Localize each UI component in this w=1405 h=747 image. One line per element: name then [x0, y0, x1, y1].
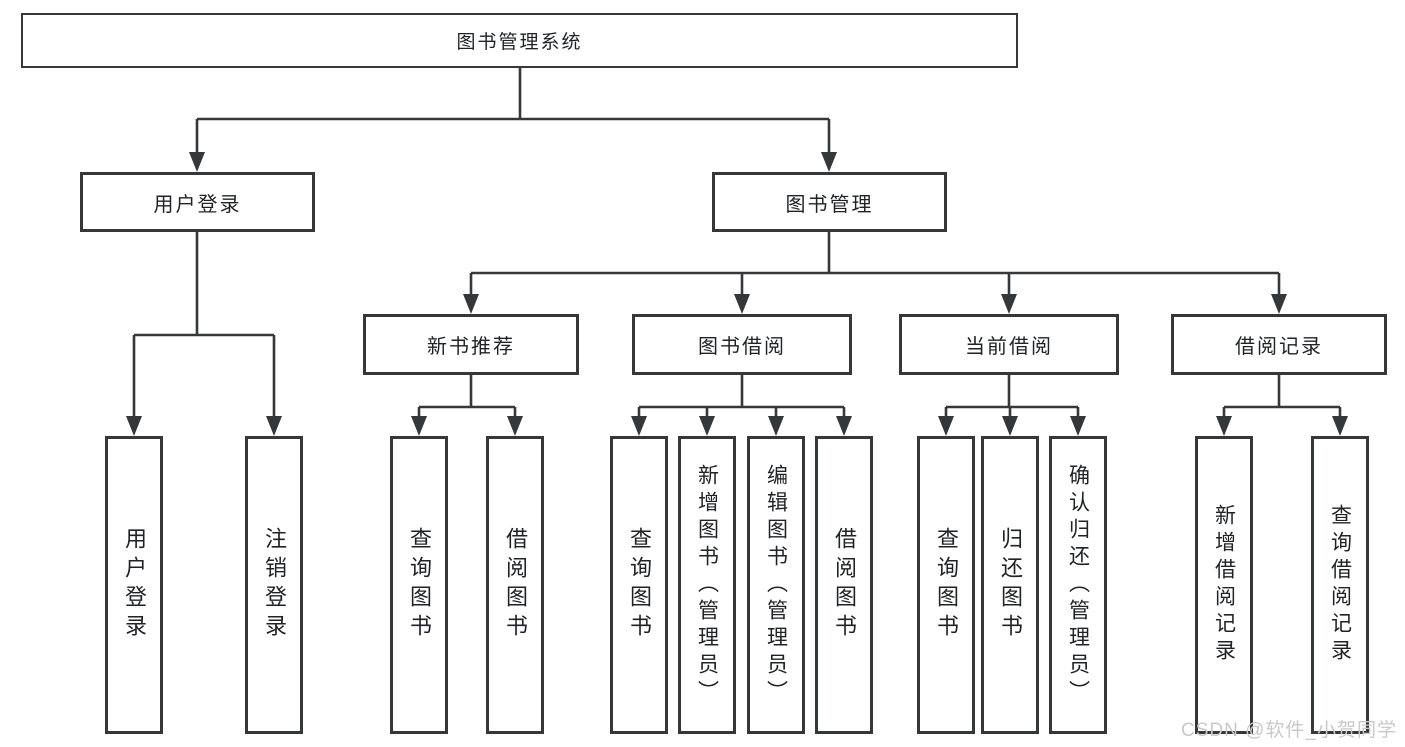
- leaf-borrow-borrow-book: 借阅图书: [815, 436, 873, 734]
- leaf-label-recommend-query-book: 查询图书: [407, 527, 432, 643]
- leaf-label-confirm-return-admin: 确认归还（管理员）: [1066, 463, 1090, 707]
- leaf-label-recommend-borrow-book: 借阅图书: [503, 527, 528, 643]
- connector-root-to-level2: [189, 68, 837, 172]
- leaf-return-book: 归还图书: [981, 436, 1039, 734]
- node-label-book-management: 图书管理: [785, 193, 874, 216]
- connector-book-borrow-to-leaves: [631, 375, 852, 436]
- node-label-book-borrow: 图书借阅: [698, 336, 786, 358]
- connector-current-borrow-to-leaves: [938, 375, 1086, 436]
- leaf-label-logout: 注销登录: [262, 527, 287, 643]
- leaf-user-login: 用户登录: [105, 436, 163, 734]
- node-new-book-recommend: 新书推荐: [363, 314, 579, 375]
- leaf-logout: 注销登录: [245, 436, 303, 734]
- leaf-current-query-book: 查询图书: [917, 436, 975, 734]
- leaf-recommend-query-book: 查询图书: [390, 436, 448, 734]
- leaf-query-borrow-record: 查询借阅记录: [1311, 436, 1369, 734]
- leaf-label-borrow-borrow-book: 借阅图书: [832, 527, 857, 643]
- leaf-label-user-login: 用户登录: [122, 527, 147, 643]
- leaf-label-add-borrow-record: 新增借阅记录: [1212, 504, 1236, 666]
- leaf-label-current-query-book: 查询图书: [934, 527, 959, 643]
- leaf-add-book-admin: 新增图书（管理员）: [678, 436, 736, 734]
- connector-user-login-to-leaves: [126, 232, 282, 436]
- leaf-add-borrow-record: 新增借阅记录: [1195, 436, 1253, 734]
- leaf-label-edit-book-admin: 编辑图书（管理员）: [764, 463, 788, 707]
- leaf-recommend-borrow-book: 借阅图书: [486, 436, 544, 734]
- node-borrow-records: 借阅记录: [1171, 314, 1387, 375]
- leaf-borrow-query-book: 查询图书: [610, 436, 668, 734]
- connector-borrow-records-to-leaves: [1216, 375, 1348, 436]
- node-user-login: 用户登录: [80, 172, 315, 232]
- connector-new-book-rec-to-leaves: [411, 375, 523, 436]
- node-current-borrow: 当前借阅: [899, 314, 1119, 375]
- connector-book-mgmt-to-level3: [463, 232, 1287, 314]
- leaf-label-query-borrow-record: 查询借阅记录: [1328, 504, 1352, 666]
- leaf-edit-book-admin: 编辑图书（管理员）: [747, 436, 805, 734]
- leaf-confirm-return-admin: 确认归还（管理员）: [1049, 436, 1107, 734]
- leaf-label-add-book-admin: 新增图书（管理员）: [695, 463, 719, 707]
- node-label-current-borrow: 当前借阅: [965, 336, 1053, 358]
- node-label-root: 图书管理系统: [456, 32, 583, 53]
- node-book-borrow: 图书借阅: [632, 314, 852, 375]
- csdn-watermark: CSDN @软件_小贺同学: [1181, 720, 1397, 741]
- leaf-label-borrow-query-book: 查询图书: [627, 527, 652, 643]
- node-library-management-system: 图书管理系统: [21, 13, 1018, 68]
- leaf-label-return-book: 归还图书: [998, 527, 1023, 643]
- node-label-borrow-records: 借阅记录: [1235, 336, 1323, 358]
- node-label-user-login: 用户登录: [153, 193, 242, 216]
- node-label-new-book-recommend: 新书推荐: [427, 336, 515, 358]
- node-book-management: 图书管理: [712, 172, 947, 232]
